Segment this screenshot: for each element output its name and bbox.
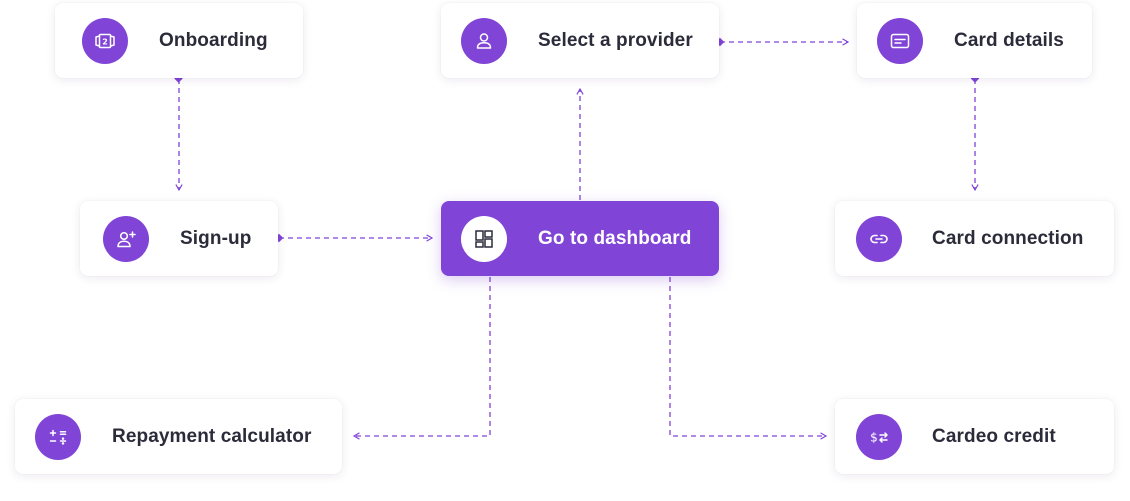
node-select-provider[interactable]: Select a provider <box>441 3 719 78</box>
svg-text:$: $ <box>870 431 878 445</box>
node-card-details[interactable]: Card details <box>857 3 1092 78</box>
dollar-exchange-icon: $ <box>856 414 902 460</box>
node-label: Cardeo credit <box>932 425 1056 447</box>
node-label: Card details <box>954 29 1064 51</box>
node-signup[interactable]: Sign-up <box>80 201 278 276</box>
svg-text:2: 2 <box>102 38 108 47</box>
node-cardeo-credit[interactable]: $ Cardeo credit <box>835 399 1114 474</box>
link-icon <box>856 216 902 262</box>
user-icon <box>461 18 507 64</box>
node-repayment-calculator[interactable]: Repayment calculator <box>15 399 342 474</box>
node-label: Go to dashboard <box>538 227 692 249</box>
connector-dashboard-calculator <box>352 277 491 440</box>
connector-dashboard-credit <box>669 277 828 440</box>
node-onboarding[interactable]: 2 Onboarding <box>55 3 303 78</box>
node-label: Repayment calculator <box>112 425 312 447</box>
calculator-icon <box>35 414 81 460</box>
node-label: Onboarding <box>159 29 268 51</box>
dashboard-icon <box>461 216 507 262</box>
add-user-icon <box>103 216 149 262</box>
card-details-icon <box>877 18 923 64</box>
node-label: Sign-up <box>180 227 252 249</box>
onboarding-screens-icon: 2 <box>82 18 128 64</box>
node-label: Card connection <box>932 227 1084 249</box>
node-card-connection[interactable]: Card connection <box>835 201 1114 276</box>
node-label: Select a provider <box>538 29 693 51</box>
node-go-to-dashboard[interactable]: Go to dashboard <box>441 201 719 276</box>
